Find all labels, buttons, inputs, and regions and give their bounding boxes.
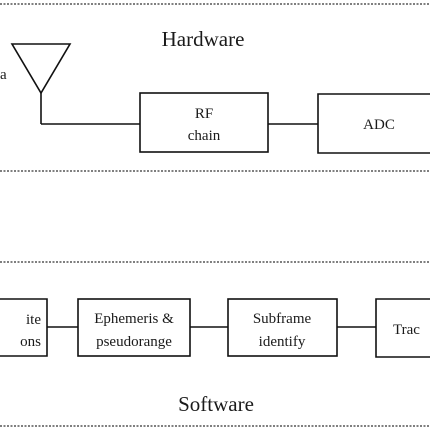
antenna-label: a bbox=[0, 67, 7, 83]
software-block-2-line1: Ephemeris & bbox=[94, 311, 174, 327]
software-block-3-line2: identify bbox=[259, 334, 306, 350]
software-block-tracking bbox=[375, 298, 430, 358]
adc-label: ADC bbox=[363, 117, 395, 133]
software-title: Software bbox=[178, 392, 254, 416]
software-block-2-line2: pseudorange bbox=[96, 334, 172, 350]
software-block-1-line1: ite bbox=[26, 312, 41, 328]
rf-chain-label-line2: chain bbox=[188, 128, 221, 144]
hardware-title: Hardware bbox=[162, 27, 245, 51]
software-block-1-line2: ons bbox=[20, 334, 41, 350]
adc-block bbox=[317, 93, 430, 154]
software-block-4-line1: Trac bbox=[393, 322, 420, 338]
rf-chain-block bbox=[139, 92, 269, 153]
rf-chain-label-line1: RF bbox=[195, 106, 213, 122]
software-block-3-line1: Subframe bbox=[253, 311, 312, 327]
antenna-icon bbox=[10, 43, 72, 95]
